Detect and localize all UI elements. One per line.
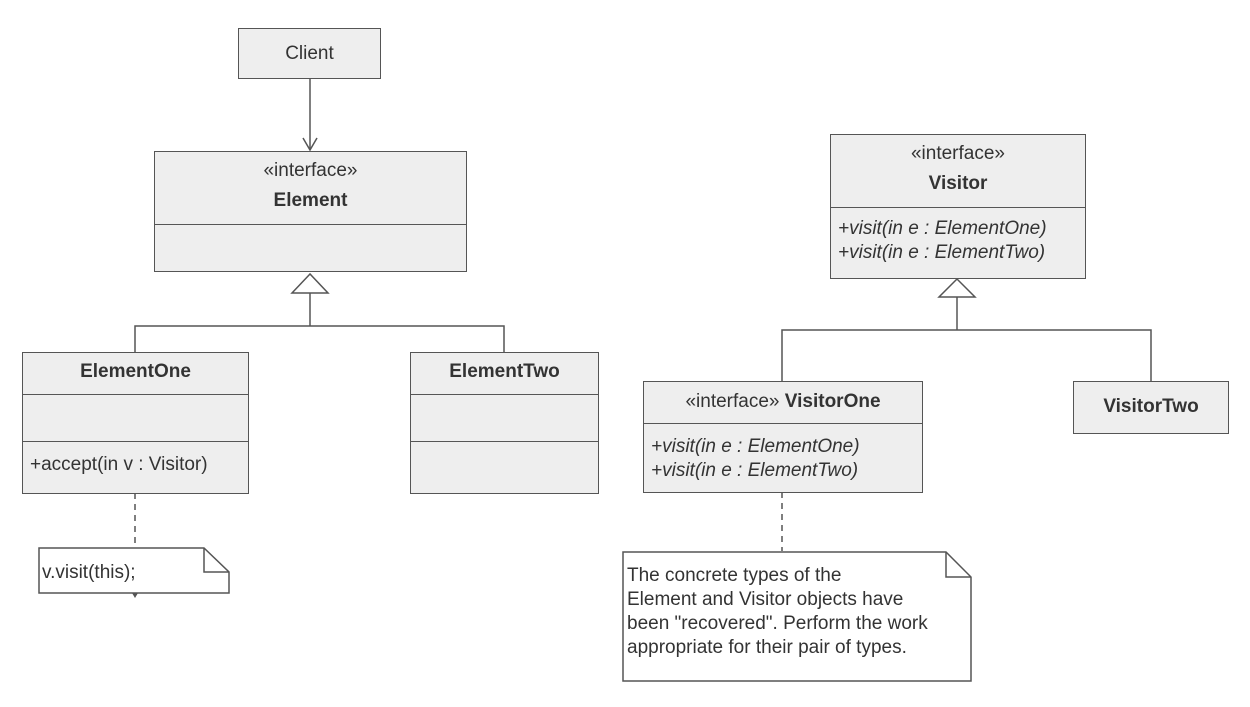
- visitor-two-name: VisitorTwo: [1103, 396, 1199, 417]
- note-line-3: been "recovered". Perform the work: [627, 613, 928, 634]
- element-one-attributes-section: [23, 394, 248, 441]
- note-accept-shape: [38, 547, 230, 598]
- association-arrowhead: [302, 137, 318, 152]
- element-one-operations-section: +accept(in v : Visitor): [23, 441, 248, 493]
- element-two-class[interactable]: ElementTwo: [410, 352, 599, 494]
- visitor-interface[interactable]: «interface» Visitor +visit(in e : Elemen…: [830, 134, 1086, 279]
- element-one-class[interactable]: ElementOne +accept(in v : Visitor): [22, 352, 249, 494]
- element-two-attributes-section: [411, 394, 598, 441]
- visitor-one-class[interactable]: «interface» VisitorOne +visit(in e : Ele…: [643, 381, 923, 493]
- visitor-operations-section: +visit(in e : ElementOne) +visit(in e : …: [831, 207, 1085, 278]
- visitor-one-visit-element-one: +visit(in e : ElementOne): [651, 436, 860, 457]
- note-line-2: Element and Visitor objects have: [627, 589, 904, 610]
- visitor-one-operations-section: +visit(in e : ElementOne) +visit(in e : …: [644, 423, 922, 492]
- element-operations-section: [155, 224, 466, 271]
- visitor-name: Visitor: [928, 173, 988, 194]
- note-line-4: appropriate for their pair of types.: [627, 637, 907, 658]
- client-class[interactable]: Client: [238, 28, 381, 79]
- note-accept[interactable]: v.visit(this);: [38, 547, 230, 599]
- visitor-two-class[interactable]: VisitorTwo: [1073, 381, 1229, 434]
- element-two-name: ElementTwo: [449, 361, 560, 382]
- visitor-inheritance-tree: [781, 329, 1152, 381]
- visitor-one-visit-element-two: +visit(in e : ElementTwo): [651, 460, 859, 481]
- note-concrete-types[interactable]: The concrete types of the Element and Vi…: [622, 551, 972, 682]
- element-inheritance-tree: [134, 325, 505, 352]
- element-stereotype: «interface»: [263, 160, 358, 181]
- visitor-one-stereotype: «interface»: [685, 391, 780, 412]
- element-interface[interactable]: «interface» Element: [154, 151, 467, 272]
- element-name: Element: [273, 190, 348, 211]
- visitor-visit-element-two: +visit(in e : ElementTwo): [838, 242, 1046, 263]
- element-one-name: ElementOne: [80, 361, 191, 382]
- note-line-1: The concrete types of the: [627, 565, 842, 586]
- visitor-generalization-triangle: [937, 277, 977, 298]
- note-concrete-types-shape: [622, 551, 972, 682]
- visitor-visit-element-one: +visit(in e : ElementOne): [838, 218, 1047, 239]
- visitor-one-name: VisitorOne: [784, 391, 881, 412]
- element-one-accept-operation: +accept(in v : Visitor): [30, 454, 208, 475]
- element-generalization-triangle: [290, 272, 330, 294]
- note-accept-text: v.visit(this);: [42, 562, 136, 583]
- element-two-operations-section: [411, 441, 598, 493]
- visitor-one-header: «interface» VisitorOne: [644, 390, 922, 414]
- visitor-stereotype: «interface»: [910, 143, 1005, 164]
- client-name: Client: [285, 43, 334, 64]
